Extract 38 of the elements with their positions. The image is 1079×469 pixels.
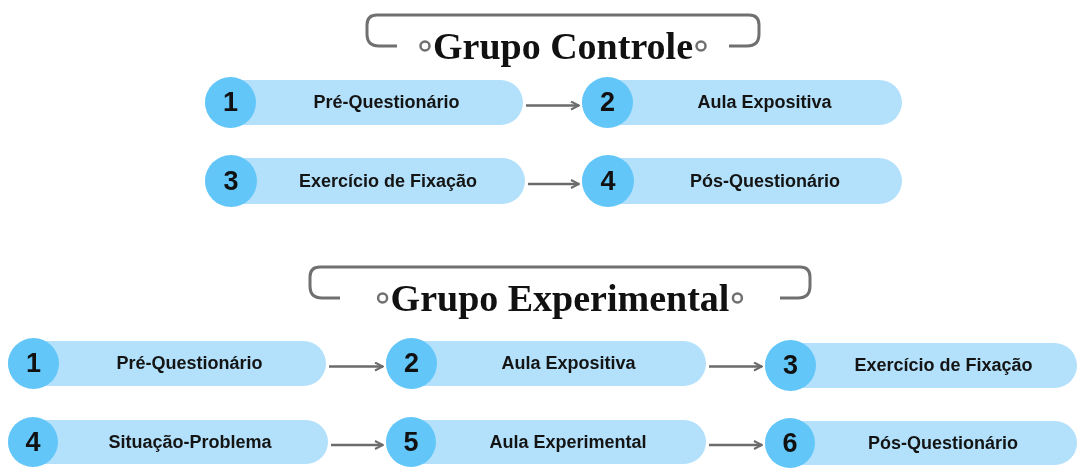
step-label: Pré-Questionário [312, 91, 461, 114]
step-pill [205, 158, 525, 204]
step-label: Situação-Problema [107, 430, 273, 454]
step-number: 2 [582, 77, 633, 128]
step-label: Aula Experimental [488, 430, 648, 454]
step-number: 4 [8, 417, 58, 467]
group-heading: Grupo Controle [433, 27, 693, 65]
step-pill [582, 80, 902, 125]
step-label: Exercício de Fixação [853, 354, 1034, 377]
step-number: 2 [386, 338, 437, 389]
arrow [331, 440, 384, 450]
step-label: Pós-Questionário [689, 169, 841, 193]
arrow [528, 179, 580, 189]
step-label: Pré-Questionário [115, 352, 264, 375]
step-pill [765, 421, 1077, 465]
step-number: 3 [765, 340, 816, 391]
step-label: Aula Expositiva [500, 352, 637, 375]
step-label: Pós-Questionário [867, 431, 1019, 455]
arrow [526, 100, 580, 111]
group-heading: Grupo Experimental [390, 279, 730, 317]
step-pill [8, 420, 328, 464]
step-pill [765, 343, 1077, 388]
step-pill [8, 341, 326, 386]
step-number: 6 [765, 418, 815, 468]
step-number: 1 [205, 77, 256, 128]
step-number: 5 [386, 417, 436, 467]
step-pill [205, 80, 523, 125]
step-pill [582, 158, 902, 204]
step-number: 1 [8, 338, 59, 389]
step-pill [386, 420, 706, 464]
arrow [329, 361, 384, 372]
arrow [709, 361, 763, 372]
step-pill [386, 341, 706, 386]
step-label: Aula Expositiva [696, 91, 833, 114]
step-number: 4 [582, 155, 634, 207]
step-label: Exercício de Fixação [297, 169, 479, 193]
arrow [709, 440, 763, 450]
step-number: 3 [205, 155, 257, 207]
